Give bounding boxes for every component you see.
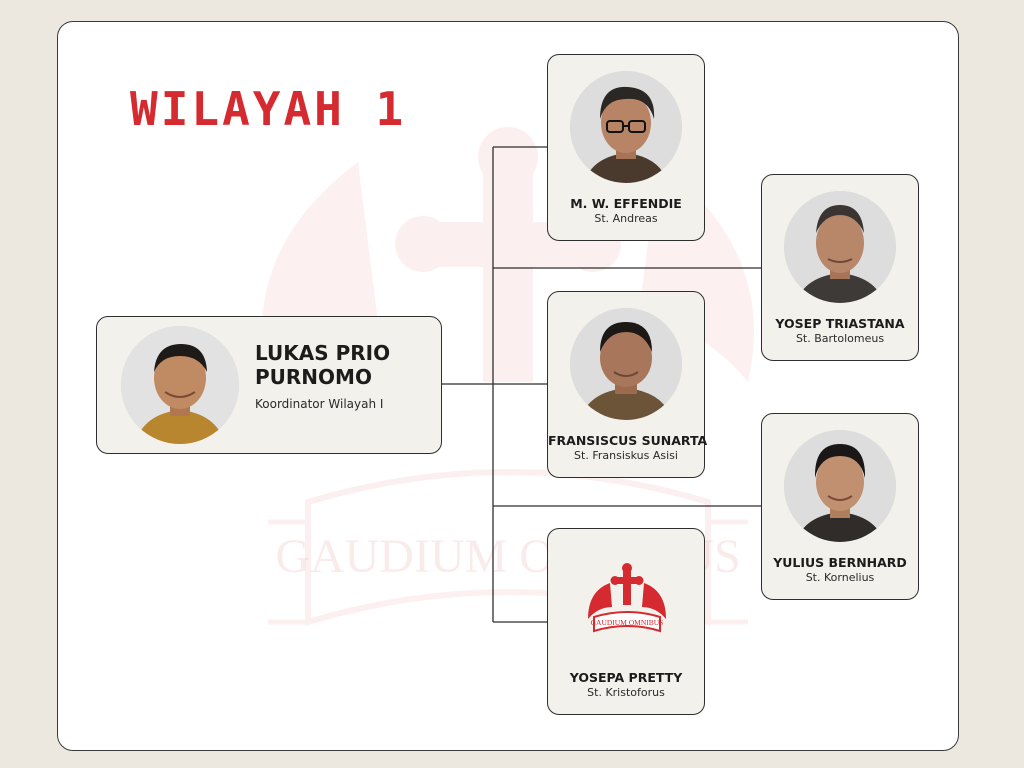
member-parish: St. Kristoforus — [587, 686, 665, 699]
member-name: FRANSISCUS SUNARTA — [548, 433, 708, 448]
coordinator-role: Koordinator Wilayah I — [255, 397, 384, 411]
member-avatar — [570, 71, 682, 183]
member-card-sunarta[interactable]: FRANSISCUS SUNARTA St. Fransiskus Asisi — [547, 291, 708, 478]
page-title: WILAYAH 1 — [130, 82, 407, 136]
member-name: YULIUS BERNHARD — [773, 555, 907, 570]
member-card-effendie[interactable]: M. W. EFFENDIE St. Andreas — [547, 54, 705, 241]
member-parish: St. Andreas — [594, 212, 658, 225]
org-chart-panel: GAUDIUM OMNIBUS WILAYAH 1 LUK — [57, 21, 959, 751]
member-card-triastana[interactable]: YOSEP TRIASTANA St. Bartolomeus — [761, 174, 919, 361]
coordinator-avatar — [121, 326, 239, 444]
member-parish: St. Kornelius — [805, 571, 875, 584]
member-parish: St. Bartolomeus — [795, 332, 885, 345]
coordinator-card[interactable]: LUKAS PRIO PURNOMO Koordinator Wilayah I — [96, 316, 442, 454]
member-parish: St. Fransiskus Asisi — [574, 449, 678, 462]
member-avatar — [784, 191, 896, 303]
member-name: M. W. EFFENDIE — [570, 196, 682, 211]
member-avatar — [570, 308, 682, 420]
member-card-pretty[interactable]: GAUDIUM OMNIBUS YOSEPA PRETTY St. Kristo… — [547, 528, 705, 715]
logo-text: GAUDIUM OMNIBUS — [591, 618, 664, 627]
member-card-bernhard[interactable]: YULIUS BERNHARD St. Kornelius — [761, 413, 919, 600]
member-avatar — [784, 430, 896, 542]
coordinator-name: LUKAS PRIO PURNOMO — [255, 341, 391, 389]
connector-lines — [441, 146, 762, 623]
member-name: YOSEPA PRETTY — [569, 670, 683, 685]
member-name: YOSEP TRIASTANA — [775, 316, 905, 331]
gaudium-omnibus-logo: GAUDIUM OMNIBUS — [588, 563, 666, 633]
